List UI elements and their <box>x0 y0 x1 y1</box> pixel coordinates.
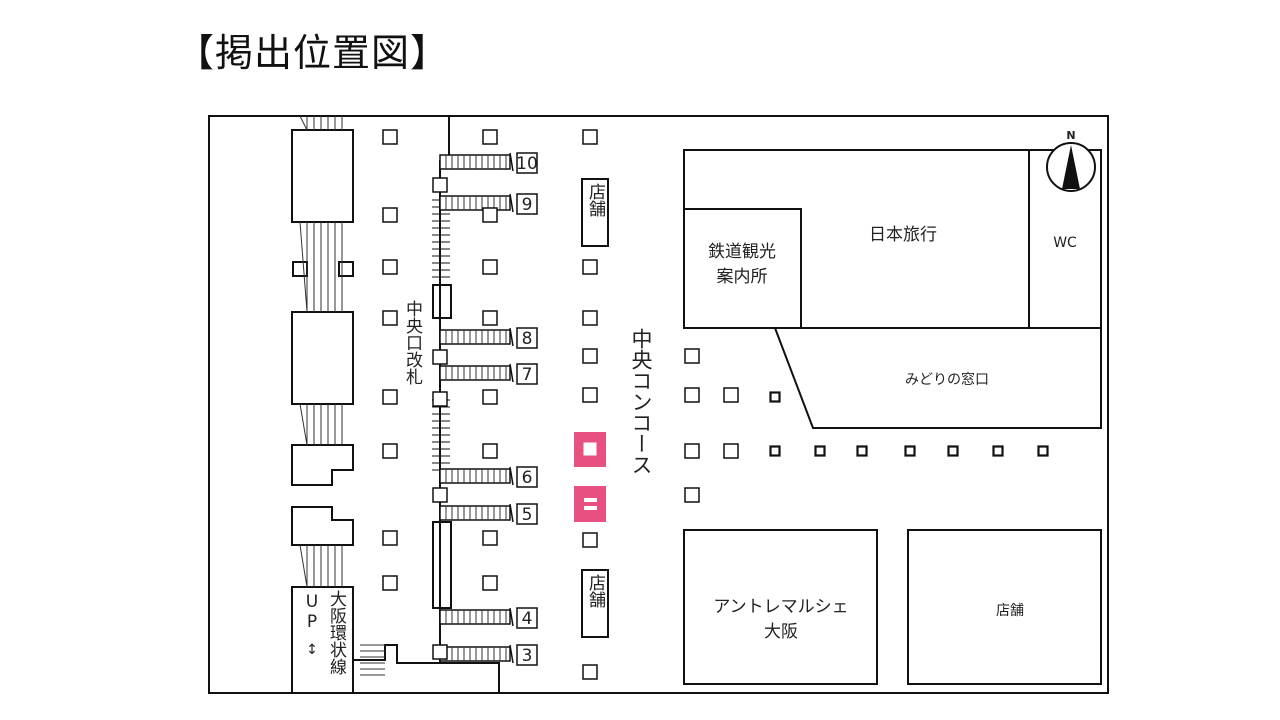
pillar <box>947 445 959 457</box>
platform-number: 5 <box>522 505 533 525</box>
pillar <box>382 443 398 459</box>
pillar <box>904 445 916 457</box>
platform-stairs-10[interactable]: 10 <box>439 152 538 174</box>
shop-right-label: 店舗 <box>996 603 1024 619</box>
pillar <box>482 207 498 223</box>
page-title: 【掲出位置図】 <box>176 31 450 75</box>
wc-label: WC <box>1053 235 1077 251</box>
platform-number: 6 <box>522 468 533 488</box>
platform-stairs-8[interactable]: 8 <box>439 327 538 349</box>
pillar <box>1037 445 1049 457</box>
ad-position-2[interactable] <box>574 486 606 522</box>
midori-window-label: みどりの窓口 <box>905 371 989 388</box>
pillar <box>723 443 739 459</box>
tourism-info <box>683 208 802 329</box>
pillar <box>382 575 398 591</box>
tourism-info-label-2: 案内所 <box>717 267 768 287</box>
pillar <box>482 530 498 546</box>
tourism-info-label-1: 鉄道観光 <box>708 242 776 262</box>
platform-stairs-7[interactable]: 7 <box>439 363 538 385</box>
pillar <box>582 664 598 680</box>
platform-number: 4 <box>522 609 533 629</box>
loop-line-label: 大阪環状線 <box>326 590 347 675</box>
central-gate-label: 中央口改札 <box>402 300 423 385</box>
pillar <box>684 443 700 459</box>
pillar <box>582 310 598 326</box>
midori-window <box>774 327 1102 429</box>
escalator-area <box>291 129 500 694</box>
shop-upper <box>581 178 609 247</box>
pillar <box>582 259 598 275</box>
pillar <box>382 259 398 275</box>
pillar <box>482 259 498 275</box>
pillar <box>482 129 498 145</box>
central-concourse-label: 中央コンコース <box>629 328 653 475</box>
platform-stairs-3[interactable]: 3 <box>439 644 538 666</box>
pillar <box>992 445 1004 457</box>
entre-marche <box>683 529 878 685</box>
platform-number: 10 <box>516 154 538 174</box>
pillar <box>482 310 498 326</box>
up-down-arrow-icon: ↕ <box>306 642 318 658</box>
shop-upper-label: 店舗 <box>585 183 606 217</box>
pillar <box>582 532 598 548</box>
pillar <box>684 487 700 503</box>
platform-number: 9 <box>522 195 533 215</box>
platform-stairs-6[interactable]: 6 <box>439 466 538 488</box>
pillar <box>382 310 398 326</box>
platform-number: 7 <box>522 365 533 385</box>
entre-marche-label-2: 大阪 <box>764 622 798 642</box>
pillar <box>723 387 739 403</box>
entre-marche-label-1: アントレマルシェ <box>713 597 848 617</box>
shop-right <box>907 529 1102 685</box>
loop-line-stairs <box>291 586 354 694</box>
pillar <box>382 530 398 546</box>
pillar <box>382 129 398 145</box>
platform-stairs-9[interactable]: 9 <box>439 193 538 215</box>
compass-icon: N <box>1046 129 1096 192</box>
pillar <box>582 348 598 364</box>
platform-stairs-4[interactable]: 4 <box>439 607 538 629</box>
pillar <box>684 348 700 364</box>
shop-lower <box>581 569 609 638</box>
pillar <box>482 389 498 405</box>
up-label: UP <box>302 592 322 632</box>
platform-stairs-5[interactable]: 5 <box>439 503 538 525</box>
shop-lower-label: 店舗 <box>585 574 606 608</box>
pillar <box>582 129 598 145</box>
pillar <box>769 391 781 403</box>
pillar <box>382 207 398 223</box>
pillar <box>856 445 868 457</box>
nihon-ryoko-label: 日本旅行 <box>869 225 937 245</box>
pillar <box>814 445 826 457</box>
pillar <box>769 445 781 457</box>
station-outline <box>208 115 1109 694</box>
pillar <box>482 443 498 459</box>
platform-number: 3 <box>522 646 533 666</box>
pillar <box>382 389 398 405</box>
platform-number: 8 <box>522 329 533 349</box>
pillar <box>482 575 498 591</box>
pillar <box>684 387 700 403</box>
svg-text:N: N <box>1066 129 1075 142</box>
pillar <box>582 387 598 403</box>
